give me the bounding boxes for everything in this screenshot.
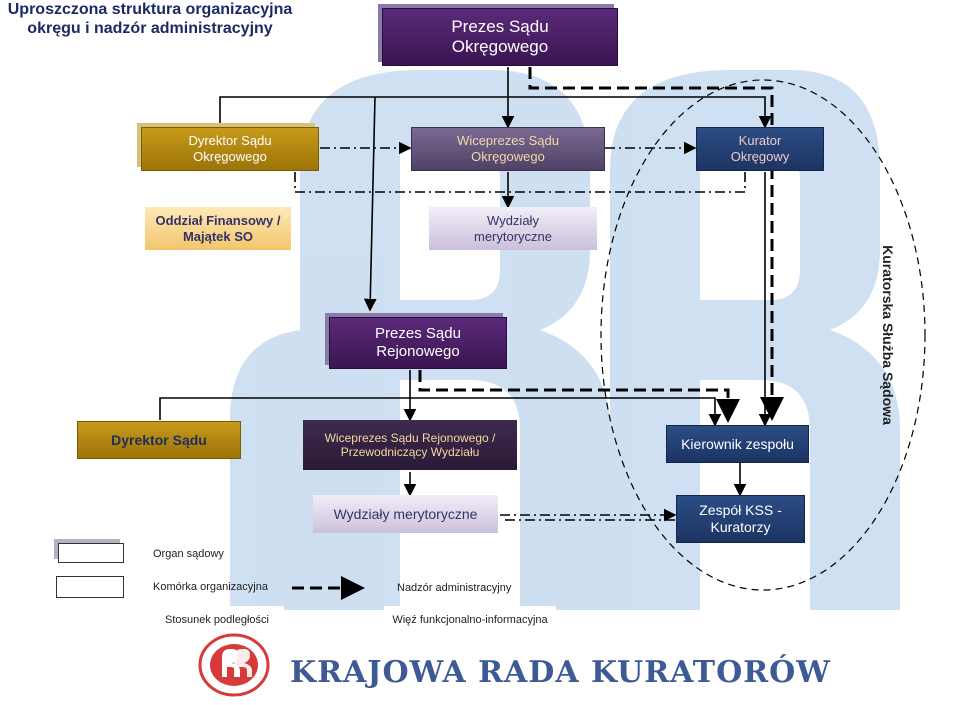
box-wydzialy-sr: Wydziały merytoryczne bbox=[313, 495, 498, 533]
dash-prezes-so-kurator bbox=[528, 67, 784, 421]
dashdot-dyrektor-loop bbox=[294, 172, 746, 193]
kss-ellipse bbox=[600, 79, 926, 591]
box-dyrektor-sadu: Dyrektor Sądu bbox=[77, 421, 241, 459]
box-prezes-so: Prezes Sądu Okręgowego bbox=[382, 8, 618, 66]
legend-nadzor-label: Nadzór administracyjny bbox=[397, 582, 512, 594]
diagram-title: Uproszczona struktura organizacyjna okrę… bbox=[7, 1, 293, 38]
legend-wiez-label: Więź funkcjonalno-informacyjna bbox=[384, 606, 556, 634]
legend-komorka-label: Komórka organizacyjna bbox=[153, 581, 268, 593]
box-zespol-kss: Zespół KSS - Kuratorzy bbox=[676, 495, 805, 543]
box-kierownik-zespolu: Kierownik zespołu bbox=[666, 425, 809, 463]
box-kurator-okregowy: Kurator Okręgowy bbox=[696, 127, 824, 171]
box-prezes-sr: Prezes Sądu Rejonowego bbox=[329, 317, 507, 369]
line-prezes-sr-bus bbox=[159, 397, 722, 427]
legend-organ-label: Organ sądowy bbox=[153, 548, 224, 560]
box-wydzialy-so: Wydziały merytoryczne bbox=[429, 207, 597, 250]
box-dyrektor-so: Dyrektor Sądu Okręgowego bbox=[141, 127, 319, 171]
legend-organ-swatch bbox=[58, 543, 124, 563]
dash-prezes-sr-kierownik bbox=[418, 370, 740, 423]
line-prezes-so-bus bbox=[219, 96, 772, 129]
legend-stosunek-label: Stosunek podległości bbox=[150, 606, 284, 634]
line-prezes-so-prezes-sr bbox=[363, 96, 377, 312]
legend-komorka-swatch bbox=[56, 576, 124, 598]
footer-organization-name: KRAJOWA RADA KURATORÓW bbox=[290, 655, 831, 690]
krk-logo-icon bbox=[198, 633, 270, 697]
box-oddzial-finansowy: Oddział Finansowy / Majątek SO bbox=[145, 207, 291, 250]
box-wiceprezes-sr: Wiceprezes Sądu Rejonowego / Przewodnicz… bbox=[303, 420, 517, 470]
box-wiceprezes-so: Wiceprezes Sądu Okręgowego bbox=[411, 127, 605, 171]
